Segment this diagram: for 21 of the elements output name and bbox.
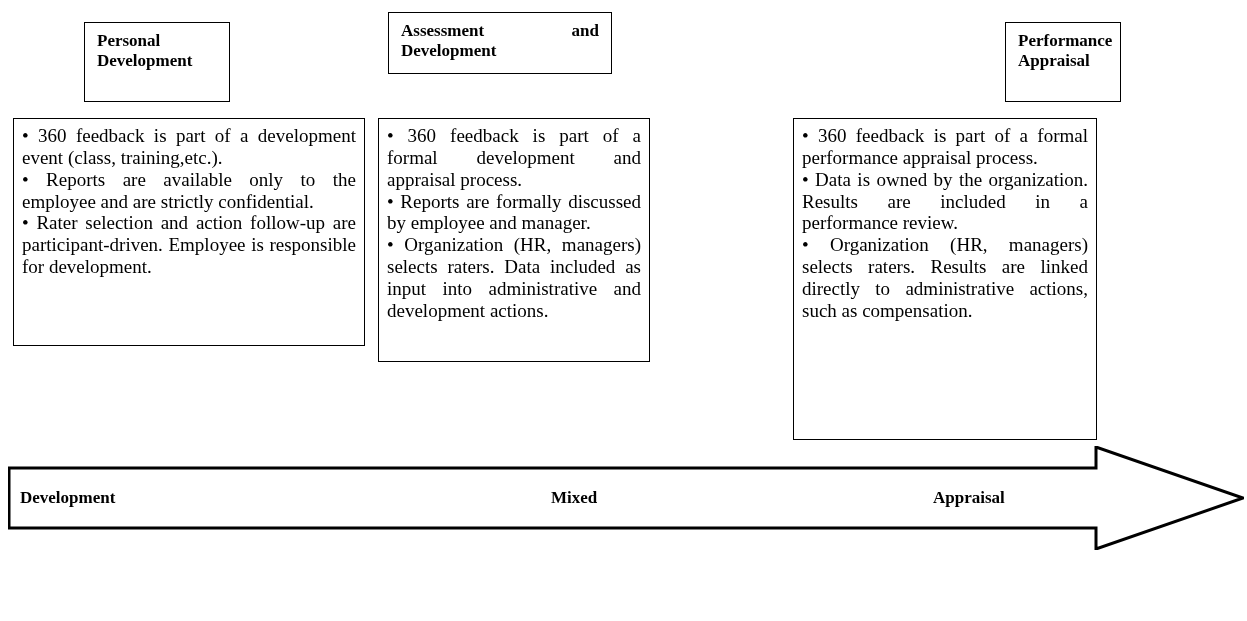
bullet-text: • 360 feedback is part of a development event (class, training,etc.). <box>22 125 356 169</box>
bullet-text: • Data is owned by the organization. Results are included in a performance review. <box>802 168 1088 235</box>
scale-arrow <box>8 446 1244 550</box>
scale-label: Mixed <box>551 488 598 508</box>
description-box <box>13 118 365 346</box>
heading-box <box>1005 22 1121 102</box>
bullet-text: • Rater selection and action follow-up are participant-driven. Employee is responsible for development. <box>22 212 356 278</box>
heading-box <box>388 12 612 74</box>
bullet-text: • Organization (HR, managers) selects raters. Data included as input into administrative and development actions. <box>387 234 641 322</box>
heading-box <box>84 22 230 102</box>
heading-text: Personal Development <box>97 31 194 72</box>
heading-text: Assessment and Development <box>401 21 599 62</box>
scale-label: Appraisal <box>933 488 1005 508</box>
bullet-text: • Reports are formally discussed by employee and manager. <box>387 190 641 235</box>
description-box <box>793 118 1097 440</box>
scale-label: Development <box>20 488 116 508</box>
bullet-text: • Organization (HR, managers) selects raters. Results are linked directly to administrative actions, such as compensation. <box>802 234 1088 322</box>
bullet-text: • 360 feedback is part of a formal performance appraisal process. <box>802 125 1088 169</box>
description-box <box>378 118 650 362</box>
bullet-text: • Reports are available only to the employee and are strictly confidential. <box>22 168 356 213</box>
bullet-text: • 360 feedback is part of a formal development and appraisal process. <box>387 125 641 191</box>
